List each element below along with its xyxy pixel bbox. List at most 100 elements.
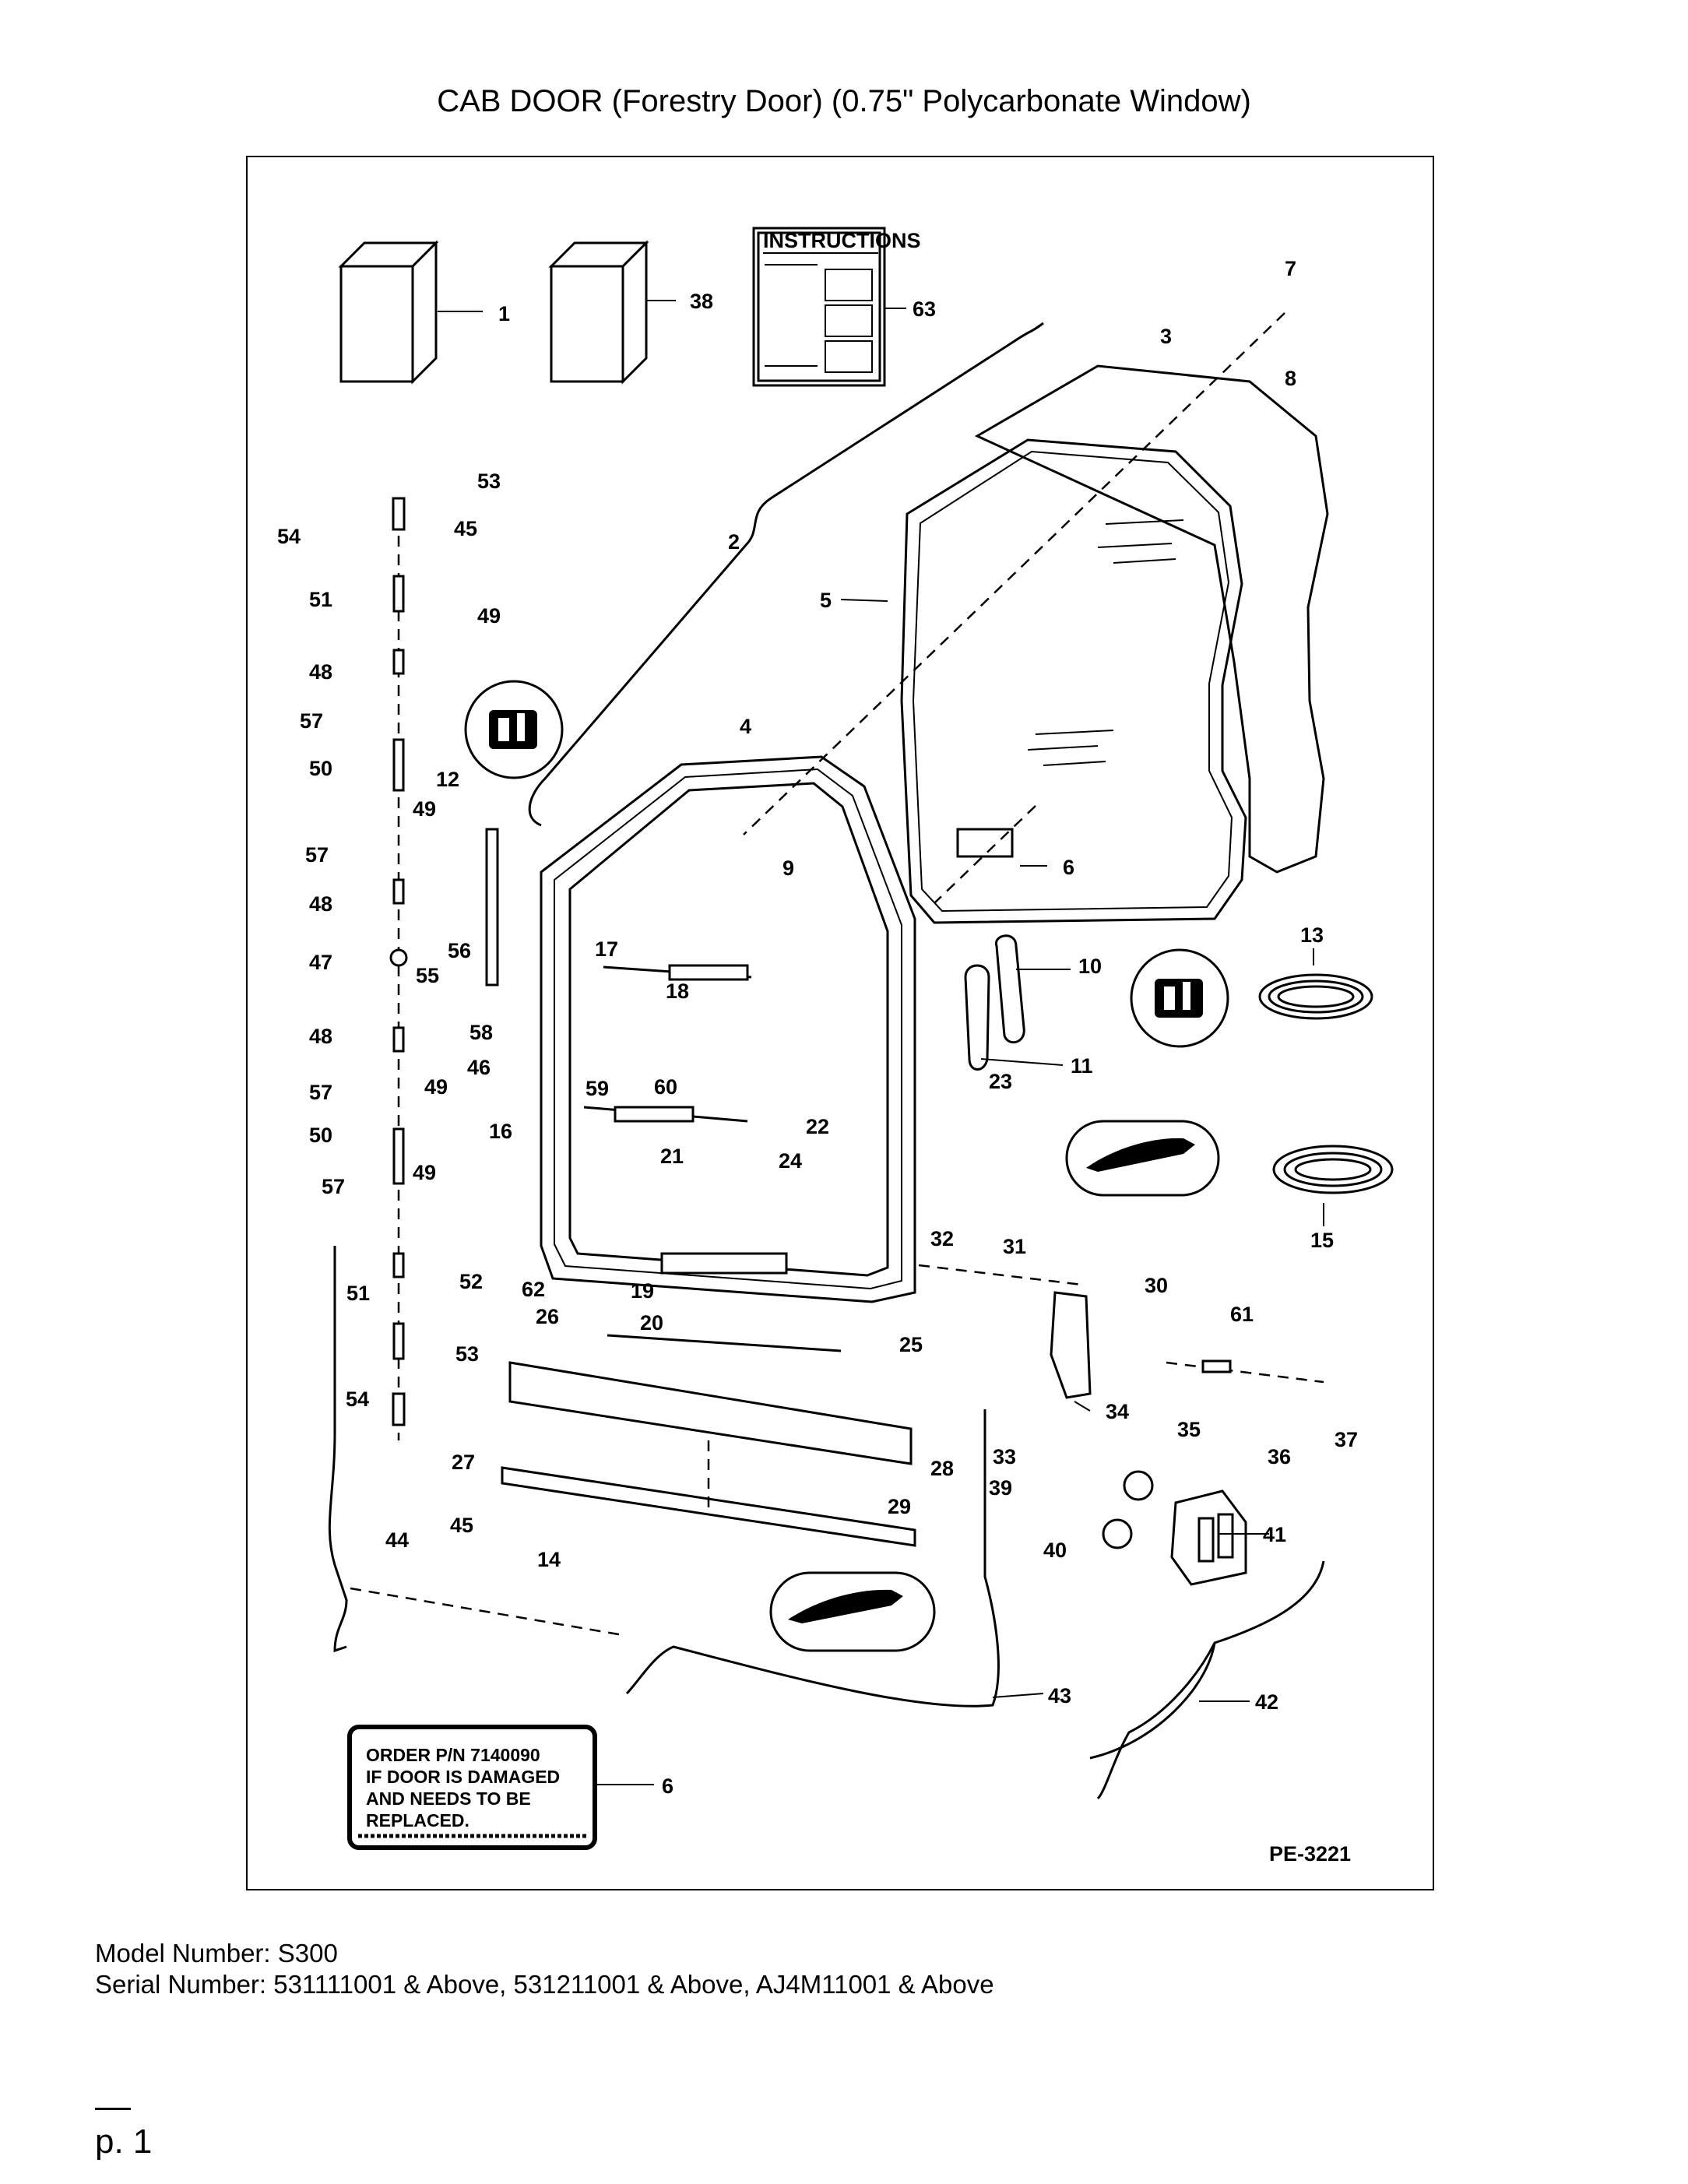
callout-12: 12 (436, 768, 459, 791)
callout-58: 58 (469, 1021, 493, 1044)
callout-51b: 51 (346, 1282, 370, 1305)
callout-24: 24 (779, 1149, 802, 1173)
callout-49d: 49 (413, 1161, 436, 1184)
callout-17: 17 (595, 937, 618, 961)
harness-42 (1096, 1560, 1325, 1800)
callout-40: 40 (1043, 1539, 1067, 1562)
callout-49b: 49 (413, 797, 436, 821)
door-weldment (540, 755, 916, 1303)
assembly-line (743, 312, 1285, 835)
callout-34: 34 (1106, 1400, 1129, 1423)
harness-44 (328, 1246, 348, 1653)
callout-29: 29 (888, 1495, 911, 1518)
figure-code: PE-3221 (1269, 1842, 1351, 1866)
callout-21: 21 (660, 1145, 684, 1168)
callout-45b: 45 (450, 1514, 473, 1537)
channel-27 (508, 1361, 913, 1465)
callout-46: 46 (467, 1056, 491, 1079)
callout-8: 8 (1285, 367, 1296, 390)
page-number: p. 1 (95, 2122, 153, 2161)
callout-22: 22 (806, 1115, 829, 1138)
callout-32: 32 (930, 1227, 954, 1250)
callout-seal-profile-1 (1065, 1120, 1220, 1197)
callout-6b: 6 (662, 1774, 673, 1798)
callout-57a: 57 (300, 709, 323, 733)
callout-37: 37 (1335, 1428, 1358, 1451)
callout-53b: 53 (455, 1342, 479, 1366)
latch-mount (660, 1252, 788, 1275)
callout-seal-profile-2 (769, 1571, 936, 1652)
callout-49a: 49 (477, 604, 501, 628)
callout-61: 61 (1230, 1303, 1254, 1326)
callout-39: 39 (989, 1476, 1012, 1500)
callout-3: 3 (1160, 325, 1172, 348)
callout-48a: 48 (309, 660, 332, 684)
callout-54b: 54 (346, 1387, 369, 1411)
door-frame-outline (528, 322, 1044, 827)
callout-63: 63 (913, 297, 936, 321)
callout-57c: 57 (309, 1081, 332, 1104)
callout-36: 36 (1268, 1445, 1291, 1468)
callout-48b: 48 (309, 892, 332, 916)
callout-18: 18 (666, 979, 689, 1003)
callout-25: 25 (899, 1333, 923, 1356)
seal-roll-15 (1272, 1145, 1394, 1194)
callout-13: 13 (1300, 923, 1324, 947)
seal-roll-13 (1258, 973, 1373, 1020)
callout-7: 7 (1285, 257, 1296, 280)
callout-31: 31 (1003, 1235, 1026, 1258)
knob-40-b (1102, 1518, 1133, 1549)
callout-62: 62 (522, 1278, 545, 1301)
decal-line-4: REPLACED. (366, 1810, 469, 1831)
callout-10: 10 (1078, 955, 1102, 978)
callout-11: 11 (1071, 1054, 1093, 1078)
callout-45a: 45 (454, 517, 477, 540)
diagram-frame (246, 156, 1434, 1890)
callout-23: 23 (989, 1070, 1012, 1093)
hinge-assembly (389, 497, 408, 1440)
strut-60 (583, 1106, 748, 1123)
strut-18 (603, 964, 752, 981)
callout-50b: 50 (309, 1124, 332, 1147)
callout-38: 38 (690, 290, 713, 313)
callout-4: 4 (740, 715, 751, 738)
callout-54a: 54 (277, 525, 301, 548)
callout-53a: 53 (477, 470, 501, 493)
box-part-1 (338, 240, 439, 385)
decal-text: ORDER P/N 7140090 IF DOOR IS DAMAGED AND… (366, 1745, 560, 1831)
callout-50a: 50 (309, 757, 332, 780)
callout-19: 19 (631, 1279, 654, 1303)
part-callouts: 1 2 3 4 5 6 6 7 8 9 10 11 12 13 14 15 16… (277, 257, 1358, 1798)
harness-43 (625, 1409, 1000, 1707)
switch-41 (1170, 1489, 1247, 1586)
callout-28: 28 (930, 1457, 954, 1480)
inside-handle-10 (995, 934, 1025, 1044)
callout-1: 1 (498, 302, 510, 325)
callout-55: 55 (416, 964, 439, 987)
window-decal-6 (956, 828, 1014, 858)
gas-spring-12 (485, 828, 499, 986)
callout-33: 33 (993, 1445, 1016, 1468)
callout-56: 56 (448, 939, 471, 962)
callout-15: 15 (1310, 1229, 1334, 1252)
instructions-booklet (752, 227, 886, 387)
callout-60: 60 (654, 1075, 677, 1099)
callout-49c: 49 (424, 1075, 448, 1099)
callout-26: 26 (536, 1305, 559, 1328)
window-glare-lines (1027, 519, 1184, 766)
exploded-parts-diagram: .ln { stroke:#000; stroke-width:3; fill:… (277, 227, 1394, 1866)
page-rule (95, 2108, 131, 2110)
decal-order-pn (347, 1725, 597, 1850)
callout-9: 9 (782, 856, 794, 880)
callout-27: 27 (452, 1451, 475, 1474)
serial-number: Serial Number: 531111001 & Above, 531211… (95, 1970, 994, 1999)
callout-44: 44 (385, 1528, 409, 1552)
callout-59: 59 (586, 1077, 609, 1100)
callout-2: 2 (728, 530, 740, 554)
model-number: Model Number: S300 (95, 1939, 338, 1968)
instructions-label: INSTRUCTIONS (763, 229, 921, 252)
callout-48c: 48 (309, 1025, 332, 1048)
callout-47: 47 (309, 951, 332, 974)
page-title: CAB DOOR (Forestry Door) (0.75" Polycarb… (437, 84, 1251, 118)
outside-handle-11 (964, 964, 990, 1071)
